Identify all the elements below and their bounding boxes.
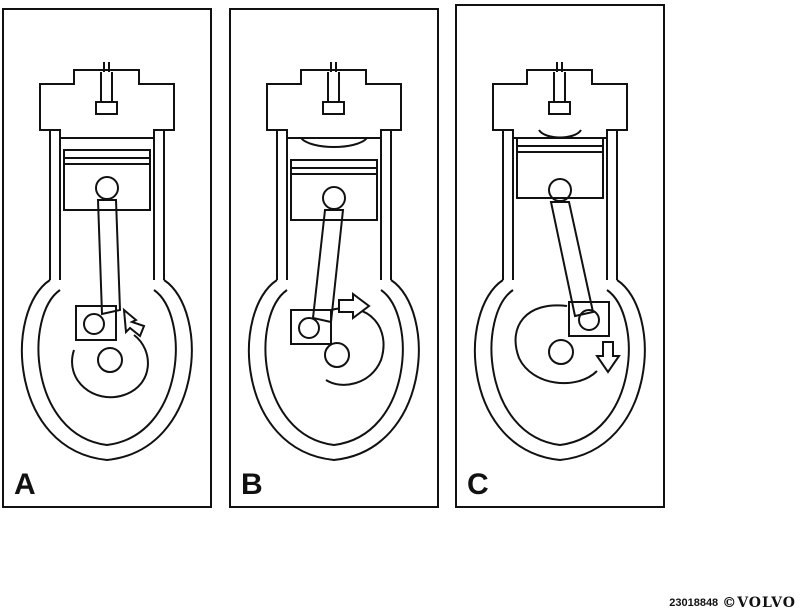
rod-big-end — [290, 309, 332, 345]
connecting-rod — [96, 199, 122, 316]
cylinder-wall — [502, 130, 618, 280]
engine-cross-section-c — [473, 62, 646, 462]
crank-counterweight — [514, 304, 598, 384]
connecting-rod — [549, 201, 595, 318]
cylinder-wall — [276, 130, 392, 280]
combustion-chamber — [538, 129, 582, 139]
spark-plug — [322, 62, 345, 115]
piston — [63, 149, 151, 211]
cylinder-head — [492, 69, 628, 139]
piston — [290, 159, 378, 221]
cylinder-head — [266, 69, 402, 139]
rod-big-end — [568, 301, 610, 337]
rotation-arrow-icon — [122, 307, 146, 338]
panel-a: A — [2, 8, 212, 508]
piston — [516, 137, 604, 199]
crankcase — [473, 279, 646, 462]
spark-plug — [548, 62, 571, 115]
figure-footer: 23018848 ©VOLVO — [669, 595, 796, 611]
piston-pin — [322, 186, 346, 210]
crankshaft — [324, 342, 350, 368]
crankcase — [20, 279, 193, 462]
piston-pin — [95, 176, 119, 200]
panel-label-a: A — [14, 468, 36, 501]
engine-cross-section-b — [247, 62, 420, 462]
crank-counterweight — [71, 334, 149, 399]
panel-b: B — [229, 8, 439, 508]
crankcase — [247, 279, 420, 462]
figure-code: 23018848 — [669, 597, 719, 609]
cylinder-head — [39, 69, 175, 139]
engine-cross-section-a — [20, 62, 193, 462]
volvo-logo: ©VOLVO — [722, 595, 796, 611]
crankshaft — [548, 339, 574, 365]
rotation-arrow-icon — [338, 292, 371, 320]
cylinder-wall — [49, 130, 165, 280]
combustion-chamber — [300, 137, 368, 148]
rod-big-end — [75, 305, 117, 341]
crankshaft — [97, 347, 123, 373]
rotation-arrow-icon — [595, 341, 621, 374]
panel-label-b: B — [241, 468, 263, 501]
panel-label-c: C — [467, 468, 489, 501]
panel-c: C — [455, 4, 665, 508]
spark-plug — [95, 62, 118, 115]
crank-counterweight — [325, 307, 385, 386]
